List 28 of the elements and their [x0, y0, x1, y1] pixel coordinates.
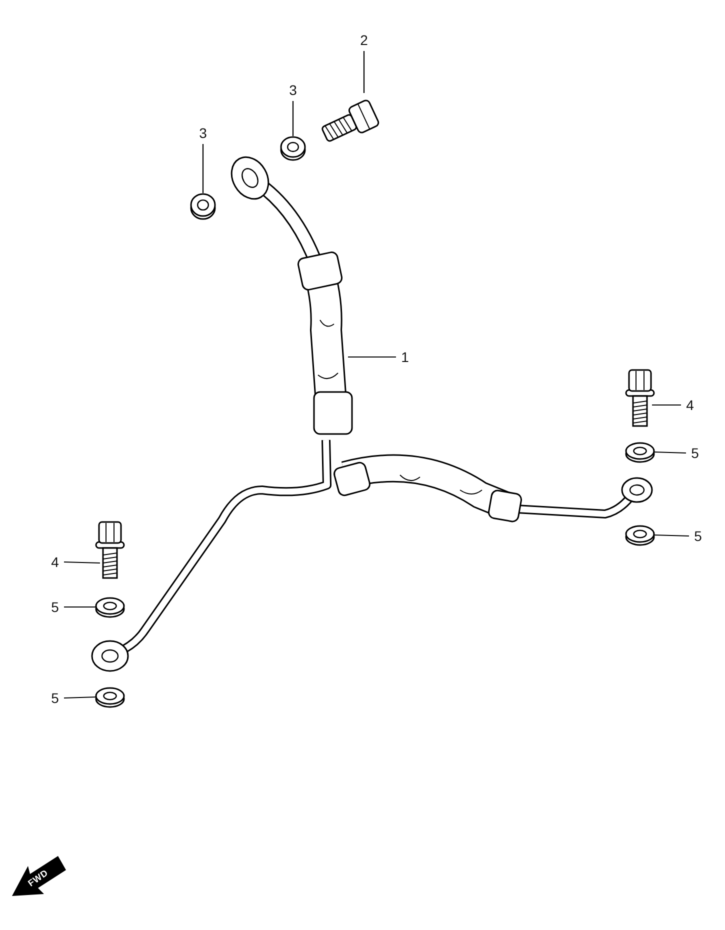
leader-line [654, 534, 690, 537]
leader-line [654, 451, 686, 454]
washer [625, 442, 655, 463]
callout-number: 3 [285, 80, 301, 100]
leader-line [64, 561, 100, 564]
banjo-bolt [320, 98, 380, 143]
leader-line [363, 51, 365, 93]
leader-line [652, 404, 681, 406]
callout-number: 1 [397, 347, 413, 367]
callout-number: 5 [47, 688, 63, 708]
callout-number: 5 [687, 443, 703, 463]
leader-line [292, 101, 294, 136]
sealing-washer [190, 193, 216, 220]
callout-number: 4 [682, 395, 698, 415]
callout-number: 3 [195, 123, 211, 143]
callout-number: 4 [47, 552, 63, 572]
leader-line [348, 356, 396, 358]
callout-number: 5 [690, 526, 706, 546]
sealing-washer [280, 136, 306, 161]
callout-number: 2 [356, 30, 372, 50]
brake-hose-drawing [91, 156, 653, 672]
washer [625, 525, 655, 546]
washer [95, 597, 125, 618]
leader-line [64, 606, 96, 608]
leader-line [202, 144, 204, 193]
leader-line [64, 696, 96, 699]
callout-number: 5 [47, 597, 63, 617]
washer [95, 687, 125, 708]
